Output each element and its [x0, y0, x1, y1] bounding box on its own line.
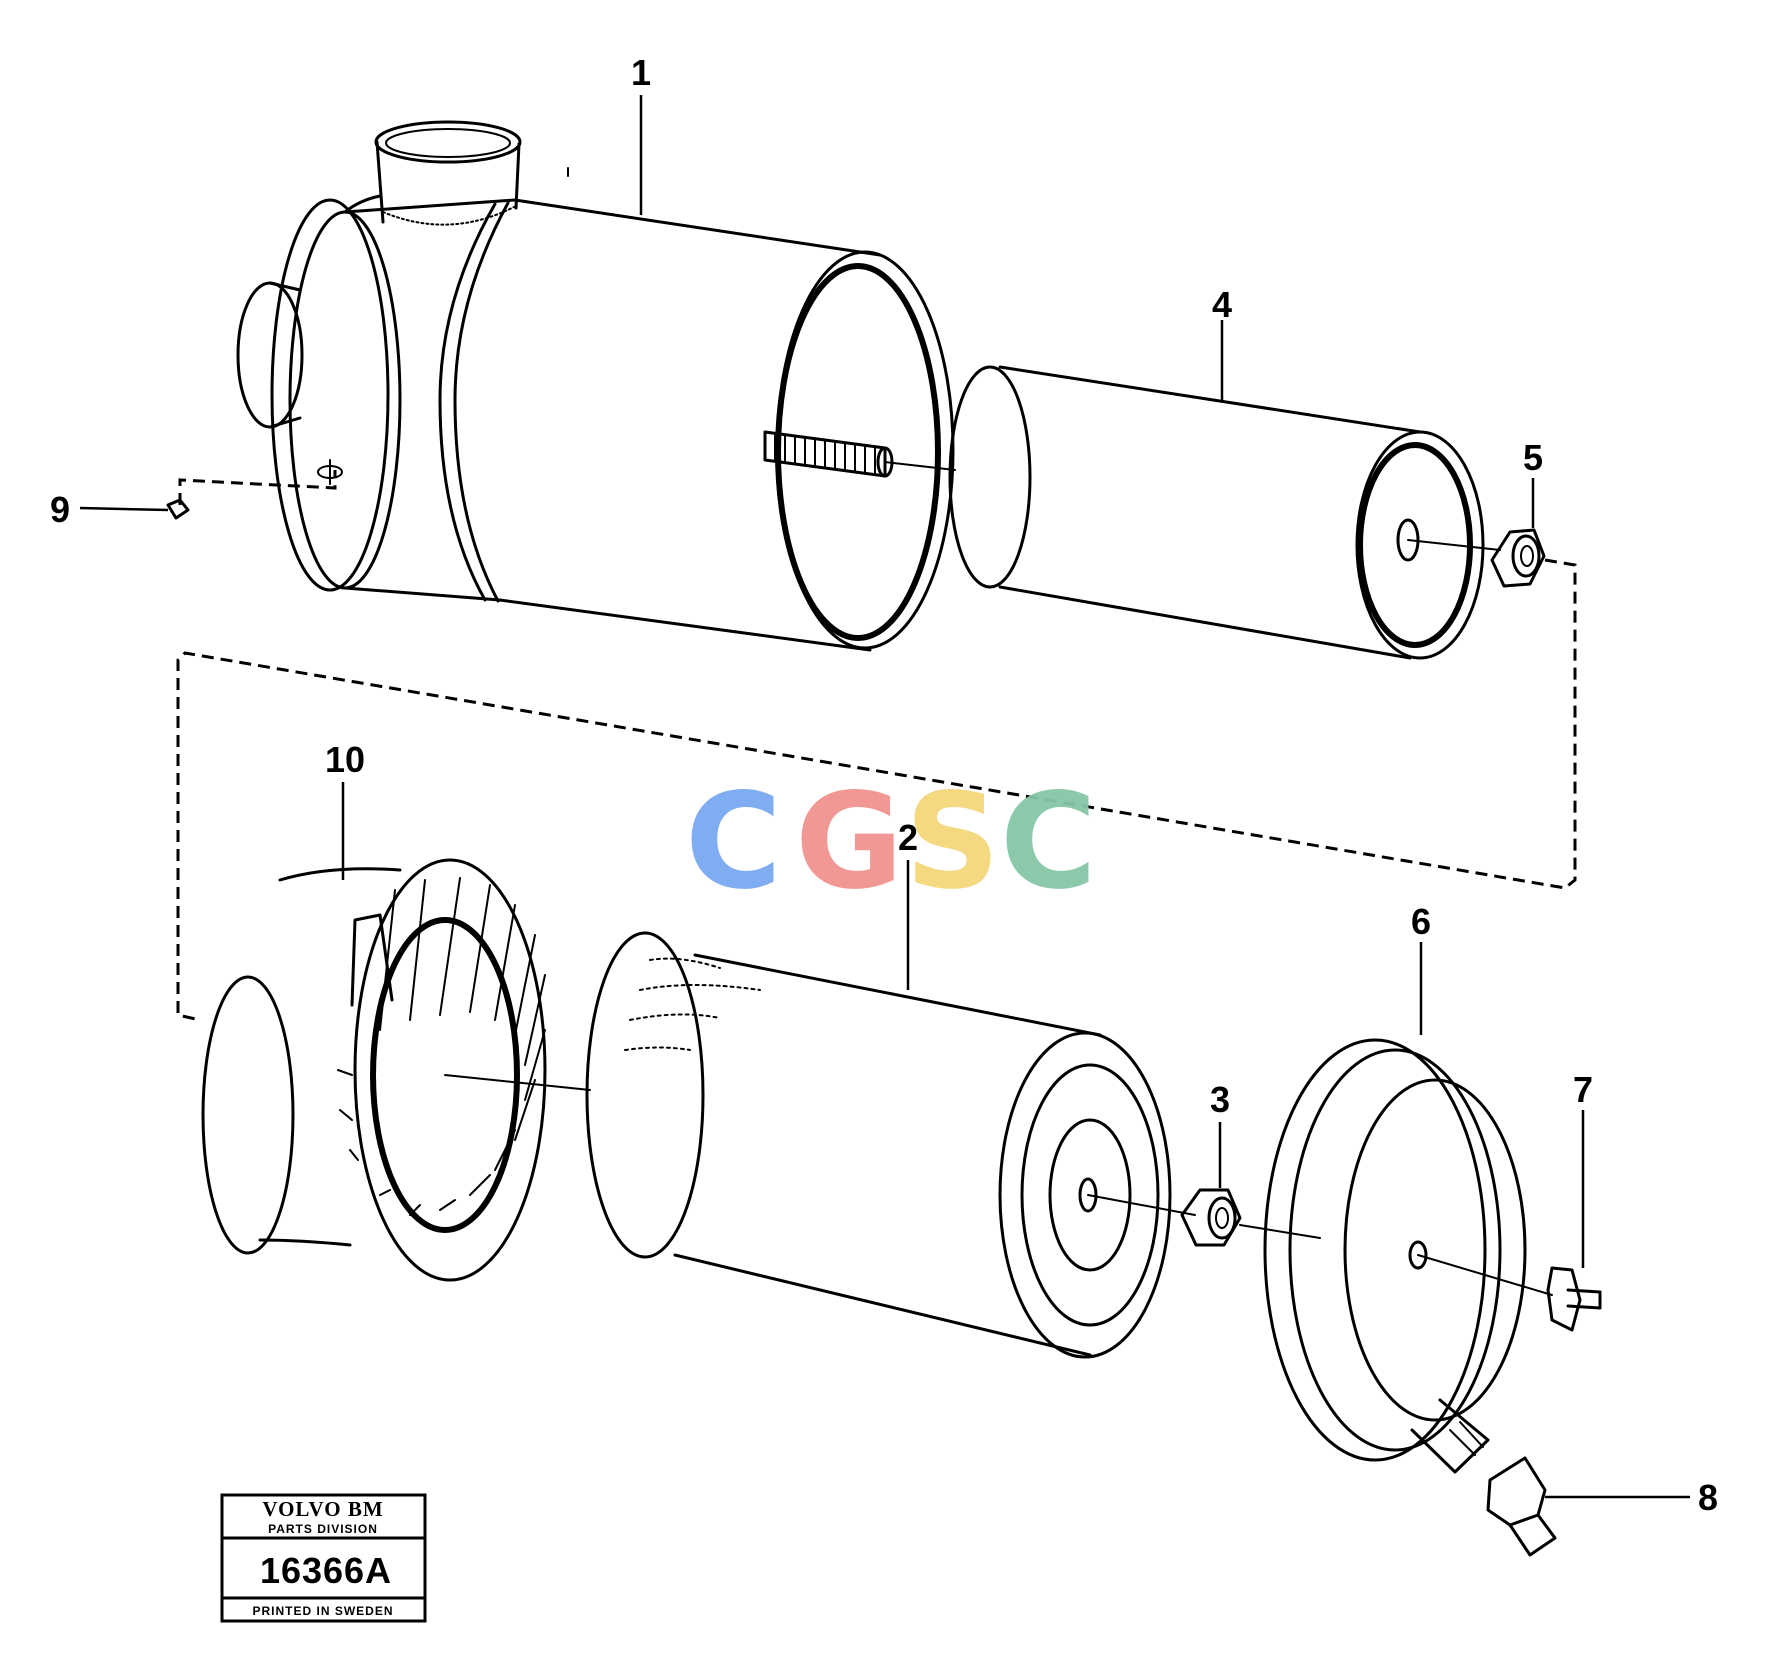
watermark-letter-c1: C [685, 765, 782, 919]
part-1-air-cleaner-housing [236, 120, 955, 652]
callout-8: 8 [1545, 1477, 1718, 1518]
callout-5: 5 [1523, 437, 1543, 528]
svg-text:4: 4 [1212, 284, 1232, 325]
callouts: 1 2 3 4 5 6 7 8 [50, 52, 1718, 1518]
part-7-wing-screw [1546, 1266, 1602, 1332]
stamp-brand: VOLVO BM [262, 1497, 383, 1521]
svg-text:9: 9 [50, 489, 70, 530]
svg-text:7: 7 [1573, 1069, 1593, 1110]
callout-4: 4 [1212, 284, 1232, 400]
assembly-lines [176, 461, 1577, 1296]
stamp-division: PARTS DIVISION [268, 1522, 378, 1536]
watermark-logo: C G S C [685, 765, 1097, 919]
callout-1: 1 [631, 52, 651, 215]
part-5-nut [1490, 528, 1546, 588]
callout-9: 9 [50, 489, 169, 530]
part-6-cover [1263, 1038, 1527, 1474]
parts-stamp: VOLVO BM PARTS DIVISION 16366A PRINTED I… [220, 1493, 427, 1623]
watermark-letter-g: G [795, 765, 903, 919]
callout-6: 6 [1411, 901, 1431, 1035]
stamp-number: 16366A [260, 1550, 392, 1591]
svg-text:3: 3 [1210, 1079, 1230, 1120]
svg-text:2: 2 [898, 817, 918, 858]
svg-text:10: 10 [325, 739, 365, 780]
callout-10: 10 [325, 739, 365, 880]
part-4-safety-filter [948, 365, 1485, 660]
svg-text:8: 8 [1698, 1477, 1718, 1518]
svg-text:6: 6 [1411, 901, 1431, 942]
callout-3: 3 [1210, 1079, 1230, 1188]
svg-text:1: 1 [631, 52, 651, 93]
callout-2: 2 [898, 817, 918, 990]
callout-7: 7 [1573, 1069, 1593, 1268]
part-10-precleaner [201, 858, 547, 1282]
part-8-drain-valve [1486, 1456, 1557, 1557]
watermark-letter-s: S [905, 765, 1000, 919]
watermark-letter-c2: C [1000, 765, 1097, 919]
part-3-nut [1180, 1188, 1242, 1247]
part-2-filter-element [585, 931, 1172, 1359]
part-9-screw [166, 498, 190, 520]
stamp-printed: PRINTED IN SWEDEN [252, 1604, 393, 1618]
svg-text:5: 5 [1523, 437, 1543, 478]
